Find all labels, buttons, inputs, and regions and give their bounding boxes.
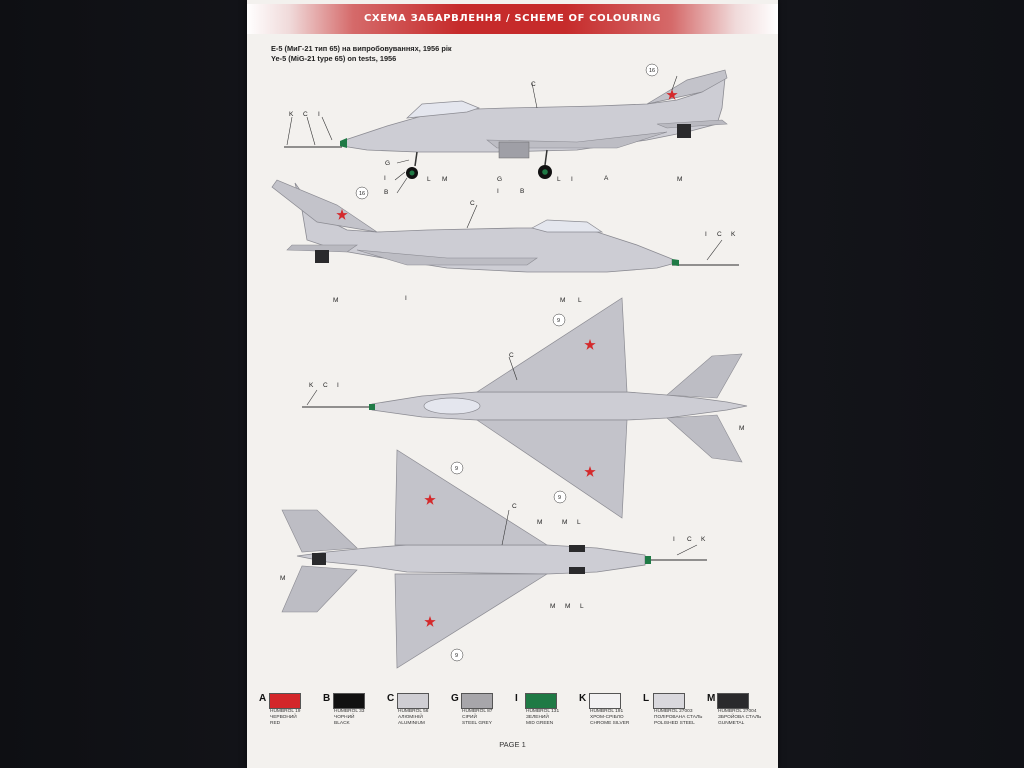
- svg-text:G: G: [497, 176, 502, 183]
- svg-text:C: C: [512, 503, 517, 510]
- svg-text:M: M: [550, 603, 555, 610]
- svg-text:I: I: [705, 231, 707, 238]
- instruction-sheet: СХЕМА ЗАБАРВЛЕННЯ / SCHEME OF COLOURING …: [247, 0, 778, 768]
- svg-text:B: B: [384, 189, 388, 196]
- svg-text:M: M: [739, 425, 744, 432]
- svg-text:M: M: [537, 519, 542, 526]
- decal-numbers: 16 16 9 9 9 9: [355, 63, 659, 662]
- svg-text:I: I: [405, 295, 407, 302]
- svg-text:C: C: [470, 200, 475, 207]
- svg-text:I: I: [384, 175, 386, 182]
- svg-text:9: 9: [557, 318, 560, 324]
- svg-text:M: M: [333, 297, 338, 304]
- svg-text:C: C: [323, 382, 328, 389]
- page-number: PAGE 1: [499, 740, 526, 749]
- svg-text:9: 9: [455, 653, 458, 659]
- paint-color-box: [525, 693, 557, 709]
- svg-text:K: K: [731, 231, 736, 238]
- paint-letter: I: [515, 693, 518, 704]
- svg-text:I: I: [497, 188, 499, 195]
- paint-color-box: [397, 693, 429, 709]
- svg-text:C: C: [303, 111, 308, 118]
- header-banner: [247, 4, 778, 34]
- paint-color-box: [589, 693, 621, 709]
- svg-text:M: M: [562, 519, 567, 526]
- paint-color-box: [717, 693, 749, 709]
- paint-letter: M: [707, 693, 716, 704]
- svg-text:A: A: [604, 175, 609, 182]
- paint-color-box: [269, 693, 301, 709]
- svg-text:9: 9: [558, 495, 561, 501]
- svg-text:M: M: [280, 575, 285, 582]
- svg-text:L: L: [427, 176, 431, 183]
- paint-letter: C: [387, 693, 395, 704]
- leader-lines: [286, 75, 723, 556]
- page-title: СХЕМА ЗАБАРВЛЕННЯ / SCHEME OF COLOURING: [363, 13, 662, 24]
- svg-text:K: K: [701, 536, 706, 543]
- side-view-right: [271, 179, 739, 273]
- bottom-view: [281, 449, 707, 669]
- svg-text:I: I: [337, 382, 339, 389]
- top-view: [302, 297, 748, 519]
- svg-text:16: 16: [359, 191, 365, 197]
- paint-letter: A: [259, 693, 267, 704]
- paint-color-box: [653, 693, 685, 709]
- svg-text:L: L: [557, 176, 561, 183]
- svg-text:M: M: [560, 297, 565, 304]
- svg-text:M: M: [565, 603, 570, 610]
- paint-letter: L: [643, 693, 650, 704]
- svg-text:K: K: [289, 111, 294, 118]
- svg-text:B: B: [520, 188, 524, 195]
- svg-text:C: C: [531, 81, 536, 88]
- svg-text:M: M: [442, 176, 447, 183]
- svg-text:C: C: [717, 231, 722, 238]
- svg-text:L: L: [578, 297, 582, 304]
- svg-text:I: I: [318, 111, 320, 118]
- svg-text:I: I: [673, 536, 675, 543]
- side-view-left: [284, 69, 728, 179]
- svg-text:L: L: [580, 603, 584, 610]
- paint-color-box: [333, 693, 365, 709]
- svg-text:16: 16: [649, 68, 655, 74]
- subtitle-ukrainian: Е-5 (МиГ-21 тип 65) на випробовуваннях, …: [271, 44, 452, 53]
- svg-text:K: K: [309, 382, 314, 389]
- paint-letter: G: [451, 693, 459, 704]
- svg-text:G: G: [385, 160, 390, 167]
- svg-text:9: 9: [455, 466, 458, 472]
- svg-text:I: I: [571, 176, 573, 183]
- paint-letter: K: [579, 693, 587, 704]
- subtitle-english: Ye-5 (MiG-21 type 65) on tests, 1956: [271, 54, 397, 63]
- paint-letter: B: [323, 693, 331, 704]
- svg-text:L: L: [577, 519, 581, 526]
- svg-text:C: C: [509, 352, 514, 359]
- svg-text:C: C: [687, 536, 692, 543]
- svg-text:M: M: [677, 176, 682, 183]
- paint-color-box: [461, 693, 493, 709]
